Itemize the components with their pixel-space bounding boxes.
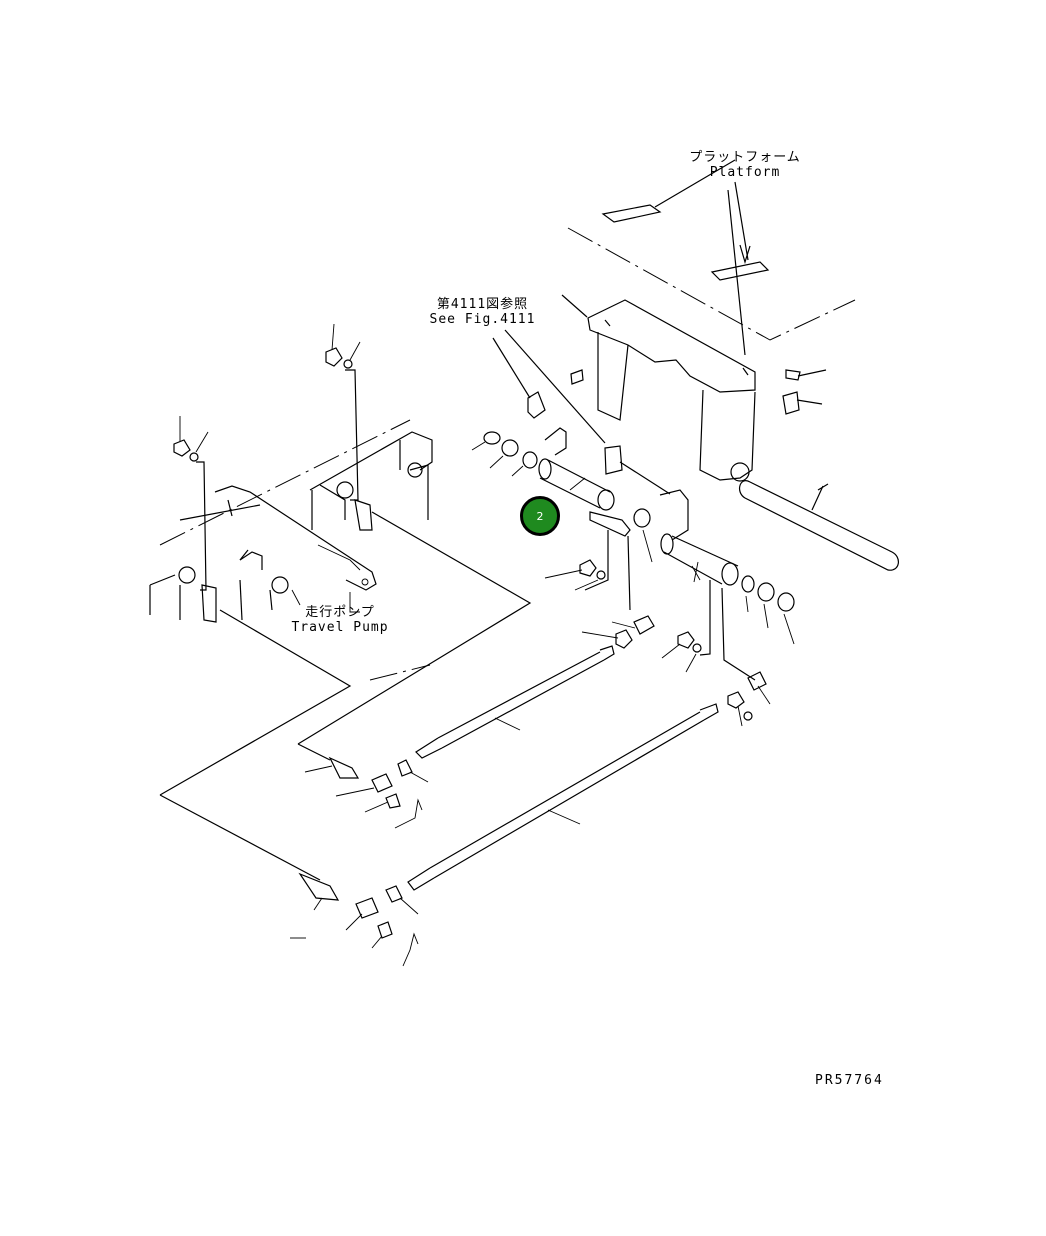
rod-end-parts [290,758,428,966]
travel-pump-label-en: Travel Pump [291,620,389,635]
frame-outline [160,420,530,880]
travel-pump-label-jp: 走行ポンプ [305,605,375,620]
right-pivot-tube [660,490,794,680]
platform-label: プラットフォーム Platform [680,150,810,180]
platform-outline [568,160,855,355]
lower-control-rod [408,704,718,890]
part-callout-2[interactable]: 2 [520,496,560,536]
platform-label-jp: プラットフォーム [689,150,801,165]
left-tie-rods [174,324,372,622]
left-pivot-tube [539,428,652,610]
see-fig-label: 第4111図参照 See Fig.4111 [420,297,545,327]
nuts-middle [545,560,770,726]
travel-pump [150,432,432,620]
upper-control-rod [416,646,614,758]
travel-pump-label: 走行ポンプ Travel Pump [280,605,400,635]
drawing-code: PR57764 [815,1073,884,1088]
see-fig-leaders [493,330,670,494]
platform-pins [571,370,898,570]
misc-leaders [350,562,698,612]
platform-bracket [562,295,755,481]
platform-label-en: Platform [709,165,781,180]
see-fig-label-jp: 第4111図参照 [436,297,529,312]
see-fig-label-en: See Fig.4111 [429,312,536,327]
washers-upper [472,432,537,476]
